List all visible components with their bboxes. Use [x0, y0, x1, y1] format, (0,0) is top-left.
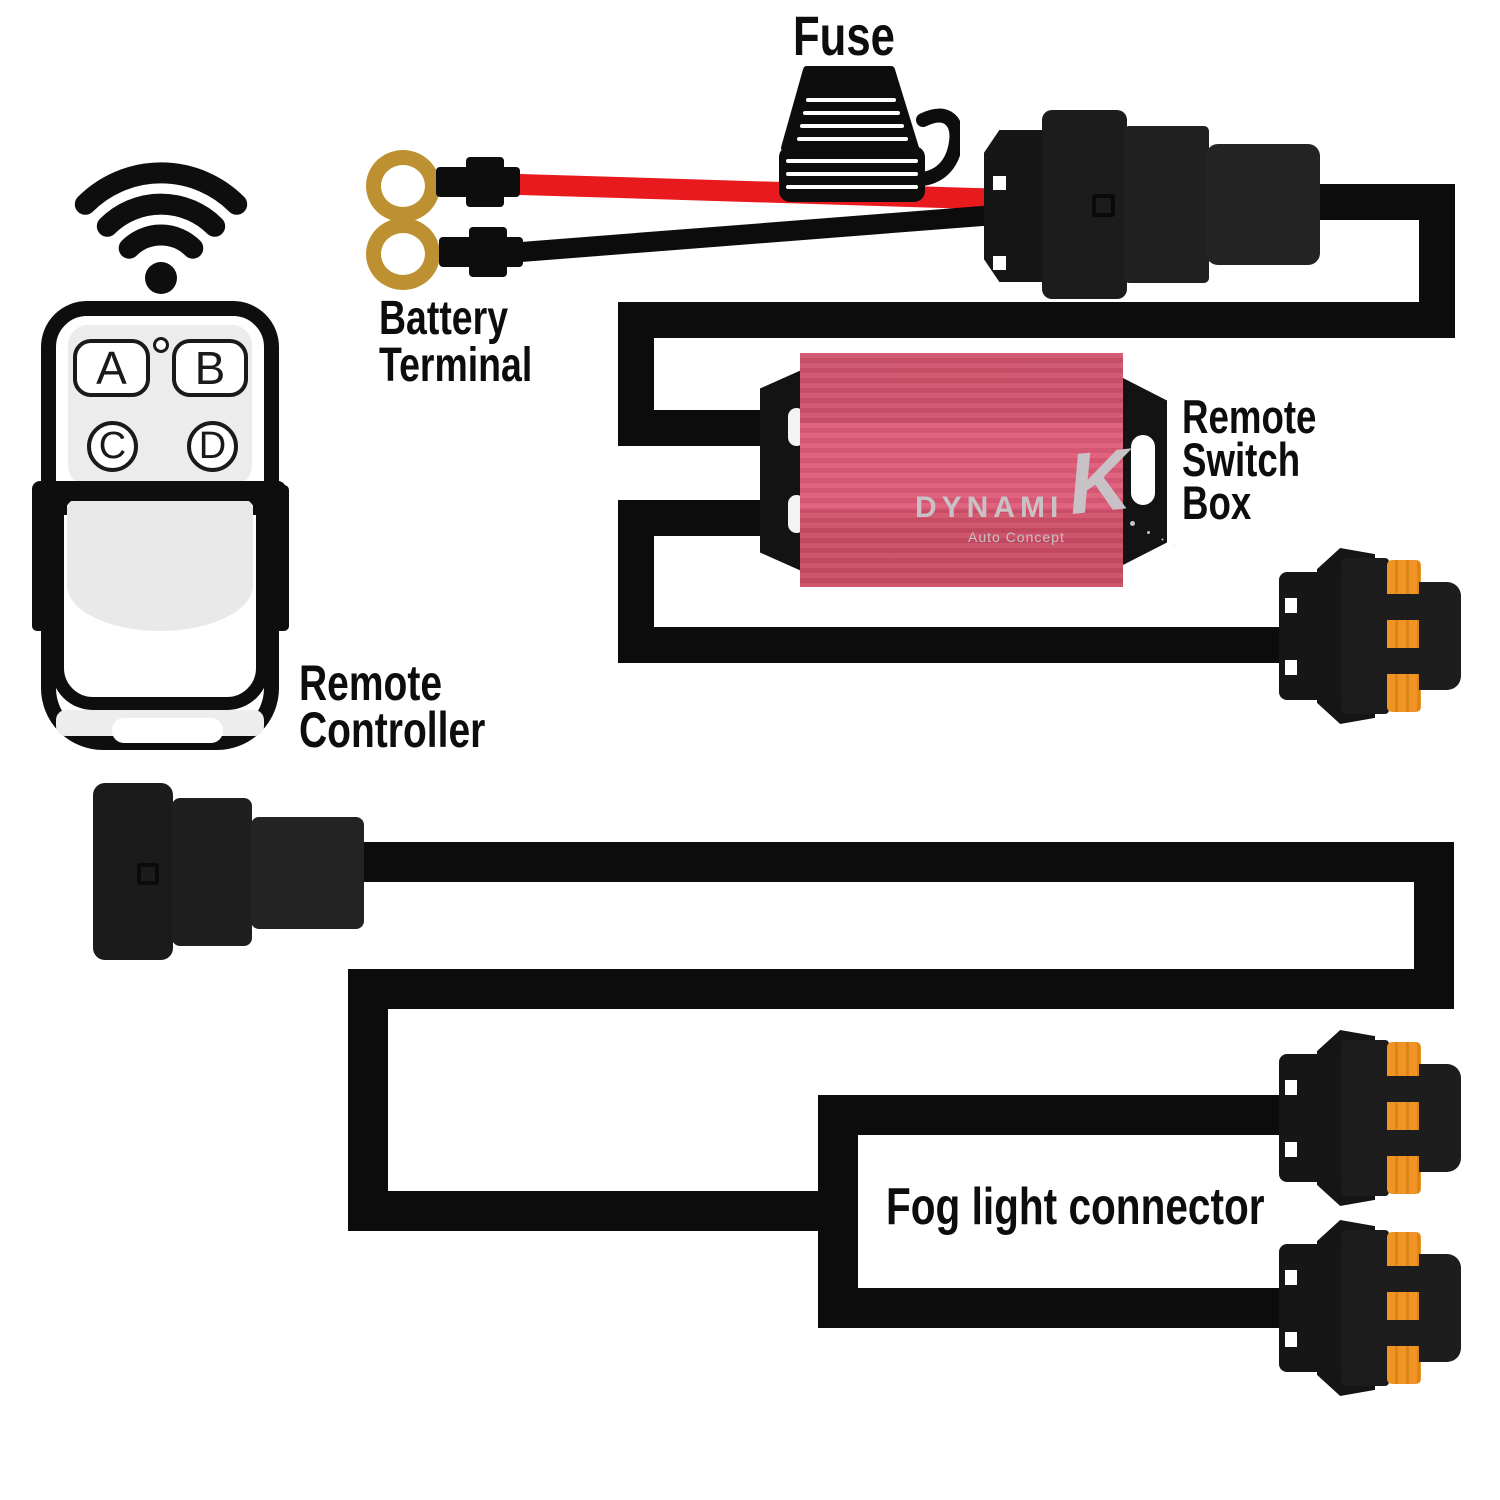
input-connector-latch-detail: [137, 863, 159, 885]
connector-lock-tab-1: [1343, 1076, 1455, 1102]
harness-box-to-connector: [618, 500, 1282, 663]
connector-lock-tab-2: [1343, 1130, 1455, 1156]
input-connector-plug: [93, 783, 173, 960]
remote-button-c: C: [87, 421, 138, 472]
terminal-crimp-1-block: [466, 157, 504, 207]
switch-box-body: DYNAMI K Auto Concept: [800, 353, 1135, 587]
remote-button-a: A: [73, 339, 150, 397]
connector-lock-tab-1: [1343, 594, 1455, 620]
connector-lock-tab-2: [1343, 648, 1455, 674]
connector-mid-block: [1341, 1040, 1389, 1196]
connector-orange-seal: [1387, 1232, 1421, 1384]
battery-ring-terminal-negative: [366, 218, 440, 290]
relay-plug-notch: [993, 256, 1006, 270]
battery-terminal-label: Battery Terminal: [379, 292, 533, 392]
power-relay-connector: [984, 110, 1320, 300]
switch-box-mount-slot: [1131, 435, 1155, 505]
connector-housing: [1279, 1244, 1343, 1372]
harness-input-connector: [93, 783, 365, 961]
fog-light-connector-2: [1277, 1218, 1463, 1398]
connector-housing: [1279, 1054, 1343, 1182]
fuse-label: Fuse: [793, 4, 895, 67]
remote-switch-box-label-line2: Switch: [1182, 433, 1301, 486]
remote-cover-window: [67, 501, 253, 631]
black-ground-wire: [507, 205, 996, 263]
remote-button-b: B: [172, 339, 248, 397]
relay-mid-section: [1124, 126, 1209, 283]
remote-button-d: D: [187, 421, 238, 472]
harness-relay-to-box: [618, 184, 1455, 446]
relay-plug-notch: [993, 176, 1006, 190]
fog-light-connector-1: [1277, 1028, 1463, 1208]
remote-controller-label-line2: Controller: [299, 702, 486, 758]
connector-orange-seal: [1387, 1042, 1421, 1194]
harness-output-connector: [1277, 546, 1463, 726]
logo-speckles: [1130, 521, 1135, 526]
battery-ring-terminal-positive: [366, 150, 440, 222]
connector-housing: [1279, 572, 1343, 700]
input-connector-mid: [172, 798, 252, 946]
remote-side-grip-left: [32, 485, 51, 631]
remote-side-grip-right: [270, 485, 289, 631]
switch-box-bracket-left: [760, 368, 806, 573]
battery-terminal-label-line1: Battery: [379, 292, 509, 345]
connector-lock-tab-1: [1343, 1266, 1455, 1292]
connector-mid-block: [1341, 558, 1389, 714]
relay-tail-section: [1206, 144, 1320, 265]
dynamik-tagline: Auto Concept: [968, 529, 1065, 545]
remote-controller: A B C D: [32, 301, 289, 750]
remote-controller-label-line1: Remote: [299, 655, 443, 711]
relay-latch-detail: [1092, 194, 1115, 217]
remote-switch-box: DYNAMI K Auto Concept: [755, 350, 1175, 590]
connector-orange-seal: [1387, 560, 1421, 712]
terminal-crimp-2-block: [469, 227, 507, 277]
input-connector-tail: [251, 817, 364, 929]
harness-bottom-loop: [348, 842, 1454, 1231]
dynamik-logo-k: K: [1063, 431, 1135, 533]
remote-switch-box-label-line1: Remote: [1182, 390, 1317, 443]
dynamik-logo: DYNAMI: [915, 491, 1064, 524]
remote-slide-cover: [51, 485, 269, 710]
fuse-holder: [779, 66, 960, 202]
fog-light-connector-label: Fog light connector: [886, 1178, 1265, 1236]
remote-controller-label: Remote Controller: [299, 655, 486, 758]
remote-bottom-slot: [112, 718, 223, 743]
remote-led-indicator: [153, 337, 169, 353]
remote-switch-box-label: Remote Switch Box: [1182, 390, 1317, 529]
connector-lock-tab-2: [1343, 1320, 1455, 1346]
battery-terminal-label-line2: Terminal: [379, 339, 533, 392]
connector-mid-block: [1341, 1230, 1389, 1386]
wireless-signal-icon: [74, 162, 248, 294]
remote-switch-box-label-line3: Box: [1182, 476, 1252, 529]
